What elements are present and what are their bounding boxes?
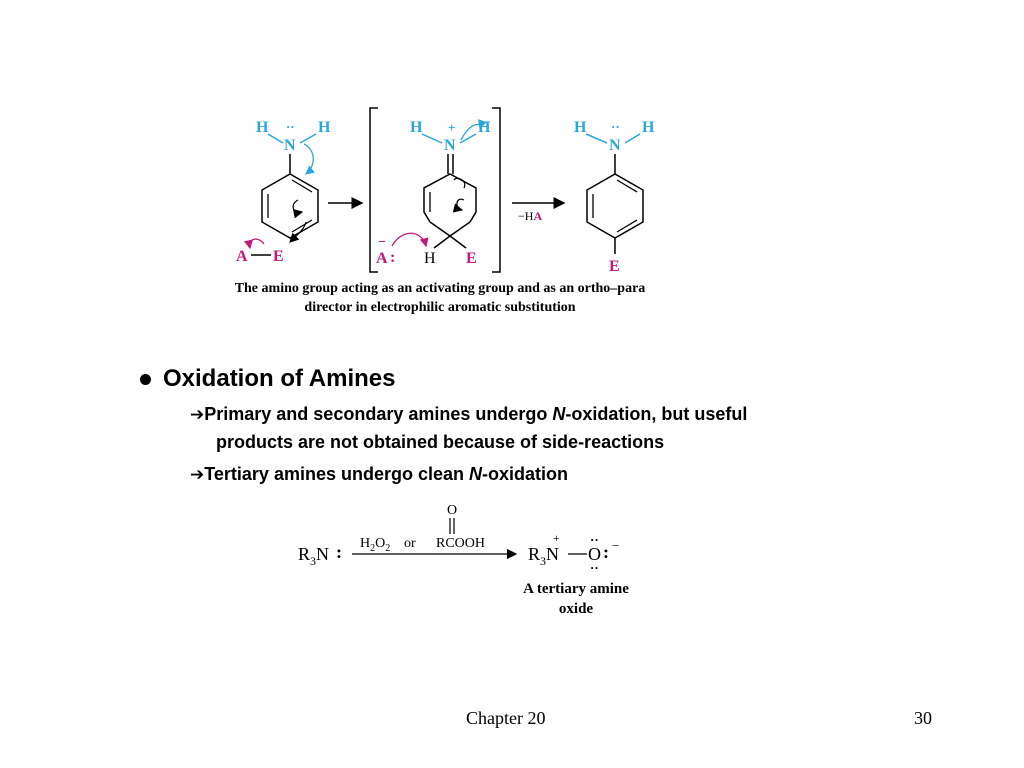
atom-h: H	[318, 119, 331, 136]
footer-chapter: Chapter 20	[466, 708, 546, 728]
atom-a: A	[376, 250, 388, 267]
sub-bullet-text: -oxidation	[482, 464, 569, 484]
reagent-or: or	[404, 536, 416, 551]
atom-e: E	[273, 248, 284, 265]
product-r3n: R3N	[528, 544, 559, 568]
arenium-intermediate: H H + N H E − A :	[376, 119, 491, 267]
minus-ha-label: −HA	[518, 209, 542, 223]
atom-n: N	[609, 137, 621, 154]
reactant-r3n: R3N	[298, 544, 329, 568]
reagent-rcooh: RCOOH	[436, 536, 485, 551]
product-o: O	[588, 544, 601, 564]
para-product: H H ·· N E	[574, 119, 655, 275]
charge-minus: −	[378, 235, 386, 250]
italic-n: N	[469, 464, 483, 484]
bullet-dot	[140, 374, 151, 386]
sub-bullet-text: -oxidation, but useful	[565, 404, 748, 424]
aniline-structure: H H ·· N A E	[236, 119, 331, 265]
sub-bullet-line-2: products are not obtained because of sid…	[216, 432, 665, 452]
lone-pair-colon: :	[390, 249, 395, 266]
charge-minus: −	[612, 538, 619, 553]
lone-pair-bottom: ··	[590, 560, 599, 575]
atom-h: H	[574, 119, 587, 136]
lone-pair: ··	[286, 119, 295, 134]
product-name-line-2: oxide	[558, 601, 594, 617]
section-title: Oxidation of Amines	[163, 365, 396, 392]
atom-e: E	[609, 258, 620, 275]
atom-n: N	[444, 137, 456, 154]
bullet-item: Oxidation of Amines	[140, 365, 395, 393]
atom-h: H	[424, 250, 436, 267]
mechanism-figure: H H ·· N A E H H + N	[236, 107, 655, 275]
oxidation-reaction: R3N : H2O2 or RCOOH O R3N + O ·· ·· : −	[298, 503, 619, 575]
atom-a: A	[236, 248, 248, 265]
sub-bullet-2: ➔Tertiary amines undergo clean N-oxidati…	[190, 461, 920, 489]
lone-pair-colon: :	[336, 542, 342, 562]
sub-bullet-text: Primary and secondary amines undergo	[204, 404, 553, 424]
caption-line-2: director in electrophilic aromatic subst…	[304, 300, 576, 315]
lone-pair: ··	[611, 119, 620, 134]
atom-e: E	[466, 250, 477, 267]
atom-h: H	[410, 119, 423, 136]
sub-bullet-1: ➔Primary and secondary amines undergo N-…	[190, 401, 920, 456]
atom-h: H	[256, 119, 269, 136]
charge-plus: +	[448, 120, 455, 135]
product-name-line-1: A tertiary amine	[523, 581, 629, 597]
italic-n: N	[552, 404, 566, 424]
sub-bullet-text: Tertiary amines undergo clean	[204, 464, 470, 484]
product-name: A tertiary amine oxide	[496, 579, 656, 619]
atom-n: N	[284, 137, 296, 154]
lone-pair-top: ··	[590, 532, 599, 547]
reagent-h2o2: H2O2	[360, 536, 390, 554]
arrow-right-icon: ➔	[190, 465, 205, 485]
charge-plus: +	[553, 531, 560, 545]
figure-caption: The amino group acting as an activating …	[170, 279, 710, 317]
page-number: 30	[914, 708, 932, 728]
atom-h: H	[642, 119, 655, 136]
lone-pair-colon: :	[603, 542, 609, 562]
carbonyl-o: O	[447, 503, 457, 518]
arrow-right-icon: ➔	[190, 405, 205, 425]
caption-line-1: The amino group acting as an activating …	[234, 281, 646, 296]
